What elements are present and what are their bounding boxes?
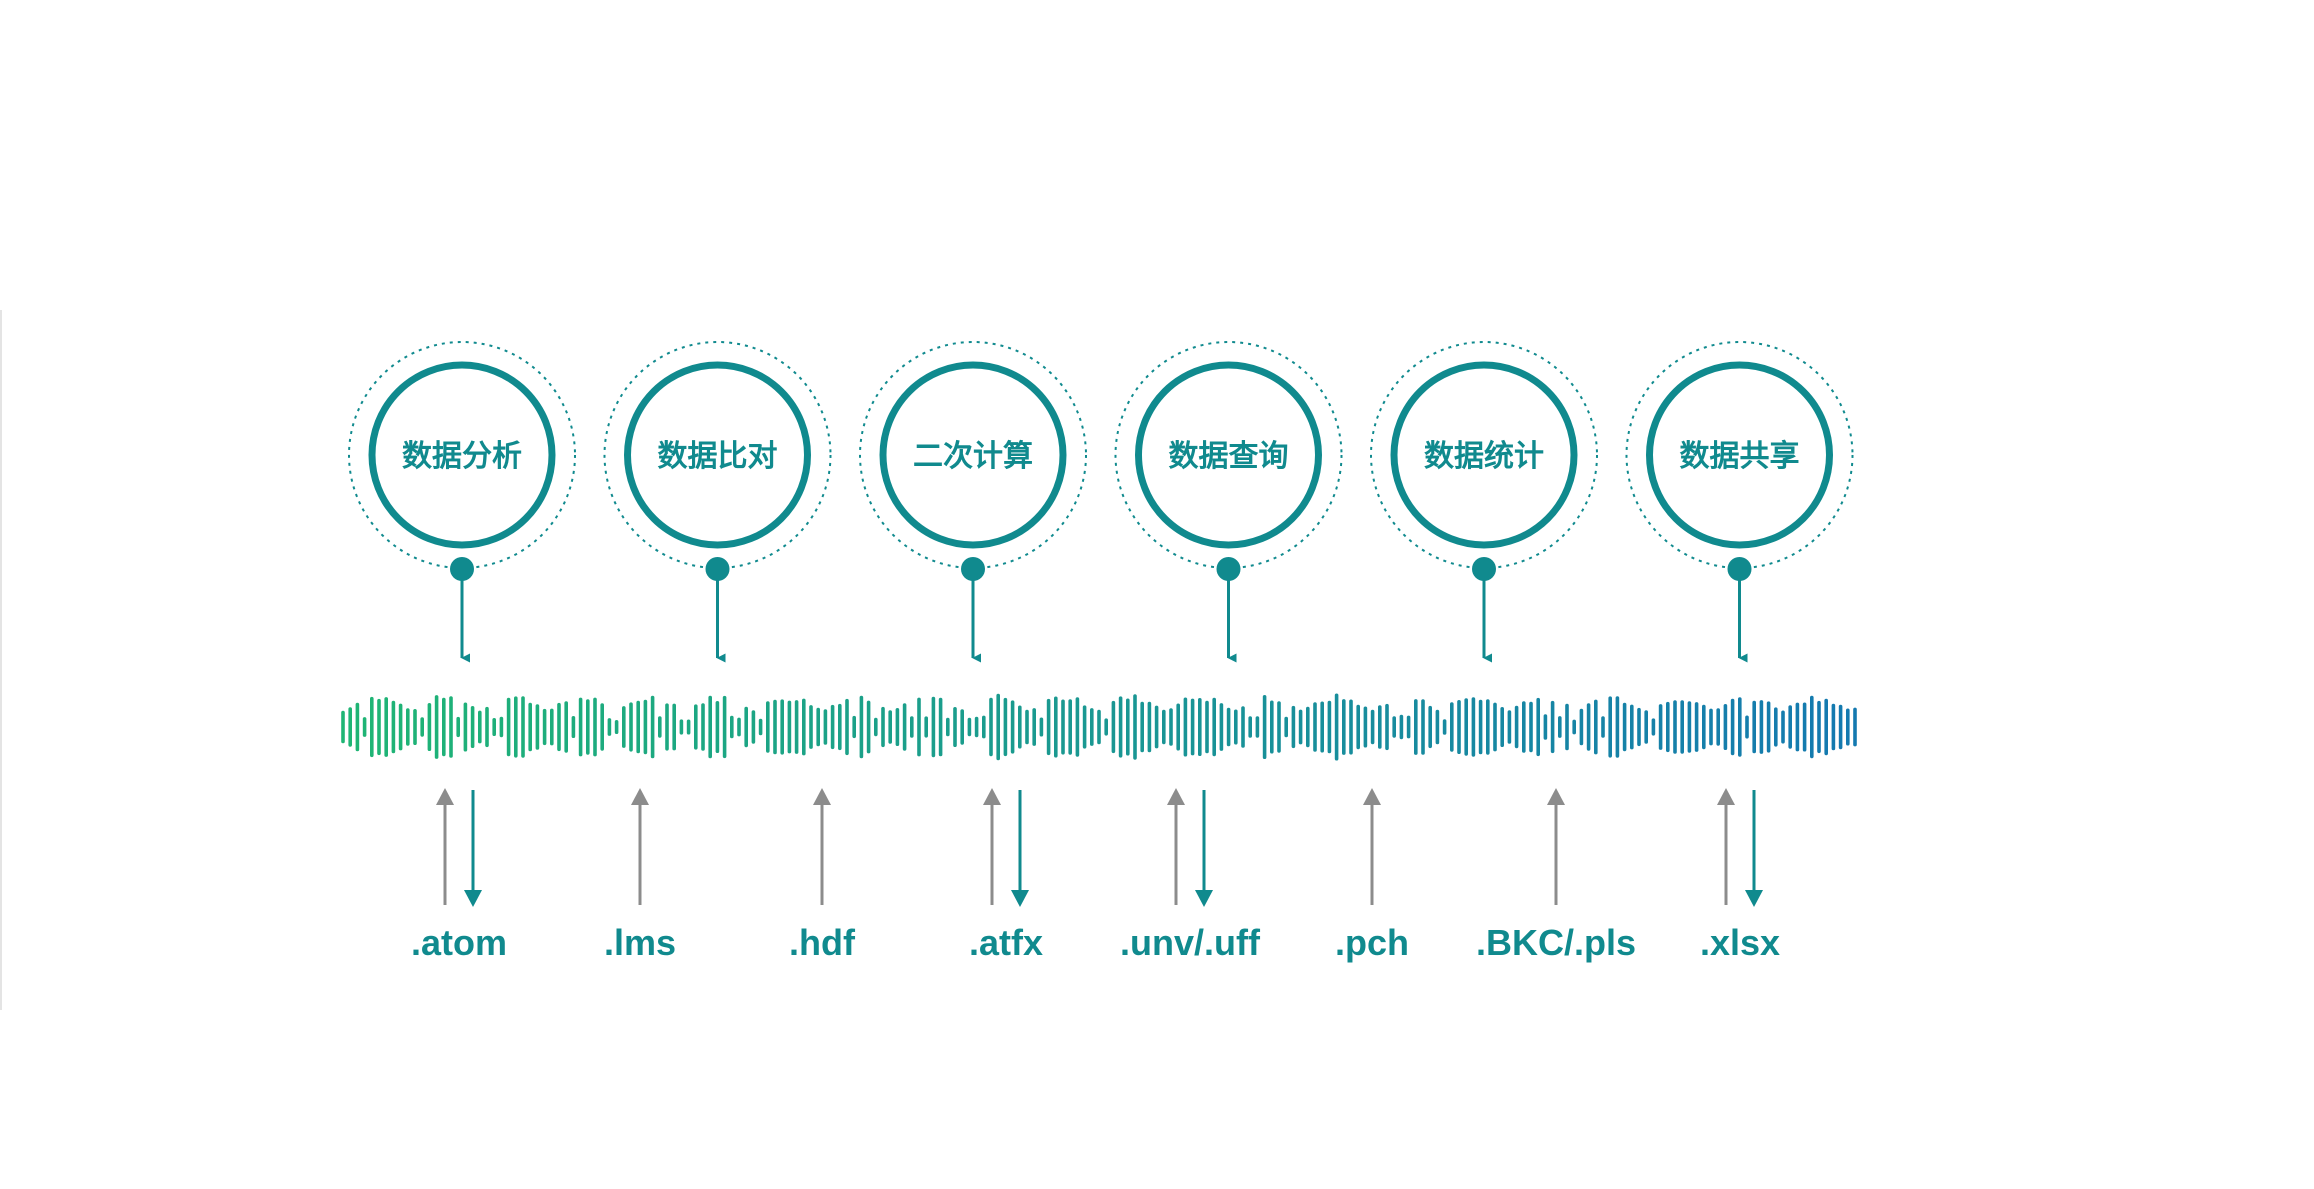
format-label: .pch [1335,922,1409,963]
format-label: .unv/.uff [1120,922,1261,963]
down-arrow-head [1745,890,1763,907]
format-label: .atfx [969,922,1043,963]
format-node: .pch [1335,788,1409,963]
up-arrow-head [631,788,649,805]
up-arrow-head [813,788,831,805]
format-node: .xlsx [1700,788,1780,963]
function-node: 数据比对 [603,341,832,663]
down-arrow-head [1011,890,1029,907]
format-label: .lms [604,922,676,963]
connector-dot [1472,557,1496,581]
function-label: 数据统计 [1424,439,1544,474]
format-node: .lms [604,788,676,963]
format-node: .hdf [789,788,856,963]
format-node: .atom [411,788,507,963]
function-label: 数据查询 [1169,439,1289,474]
up-arrow-head [436,788,454,805]
connector-dot [705,557,730,581]
function-label: 数据分析 [402,439,522,474]
up-arrow-head [1547,788,1565,805]
down-arrow-head [464,890,482,907]
up-arrow-head [983,788,1001,805]
format-label: .atom [411,922,507,963]
format-label: .xlsx [1700,922,1780,963]
format-node: .unv/.uff [1120,788,1261,963]
left-divider-line [0,310,2,1010]
waveform [341,693,1857,761]
function-label: 数据比对 [658,439,778,474]
up-arrow-head [1363,788,1381,805]
function-label: 数据共享 [1680,439,1800,474]
format-node: .atfx [969,788,1043,963]
up-arrow-head [1717,788,1735,805]
connector-dot [961,557,985,581]
down-arrow-head [1195,890,1213,907]
function-node: 二次计算 [859,341,1087,663]
up-arrow-head [1167,788,1185,805]
format-label: .BKC/.pls [1476,922,1636,963]
format-label: .hdf [789,922,856,963]
function-node: 数据共享 [1625,341,1854,663]
function-circle [368,361,556,549]
connector-dot [1216,557,1241,581]
function-circle [879,361,1067,549]
format-node: .BKC/.pls [1476,788,1636,963]
function-node: 数据分析 [348,341,576,663]
connector-dot [450,557,474,581]
function-label: 二次计算 [913,439,1033,474]
function-circle [624,361,811,549]
function-node: 数据查询 [1114,341,1343,663]
function-circle [1135,361,1322,549]
function-node: 数据统计 [1370,341,1598,663]
function-circle [1390,361,1578,549]
function-circle [1646,361,1833,549]
connector-dot [1727,557,1752,581]
